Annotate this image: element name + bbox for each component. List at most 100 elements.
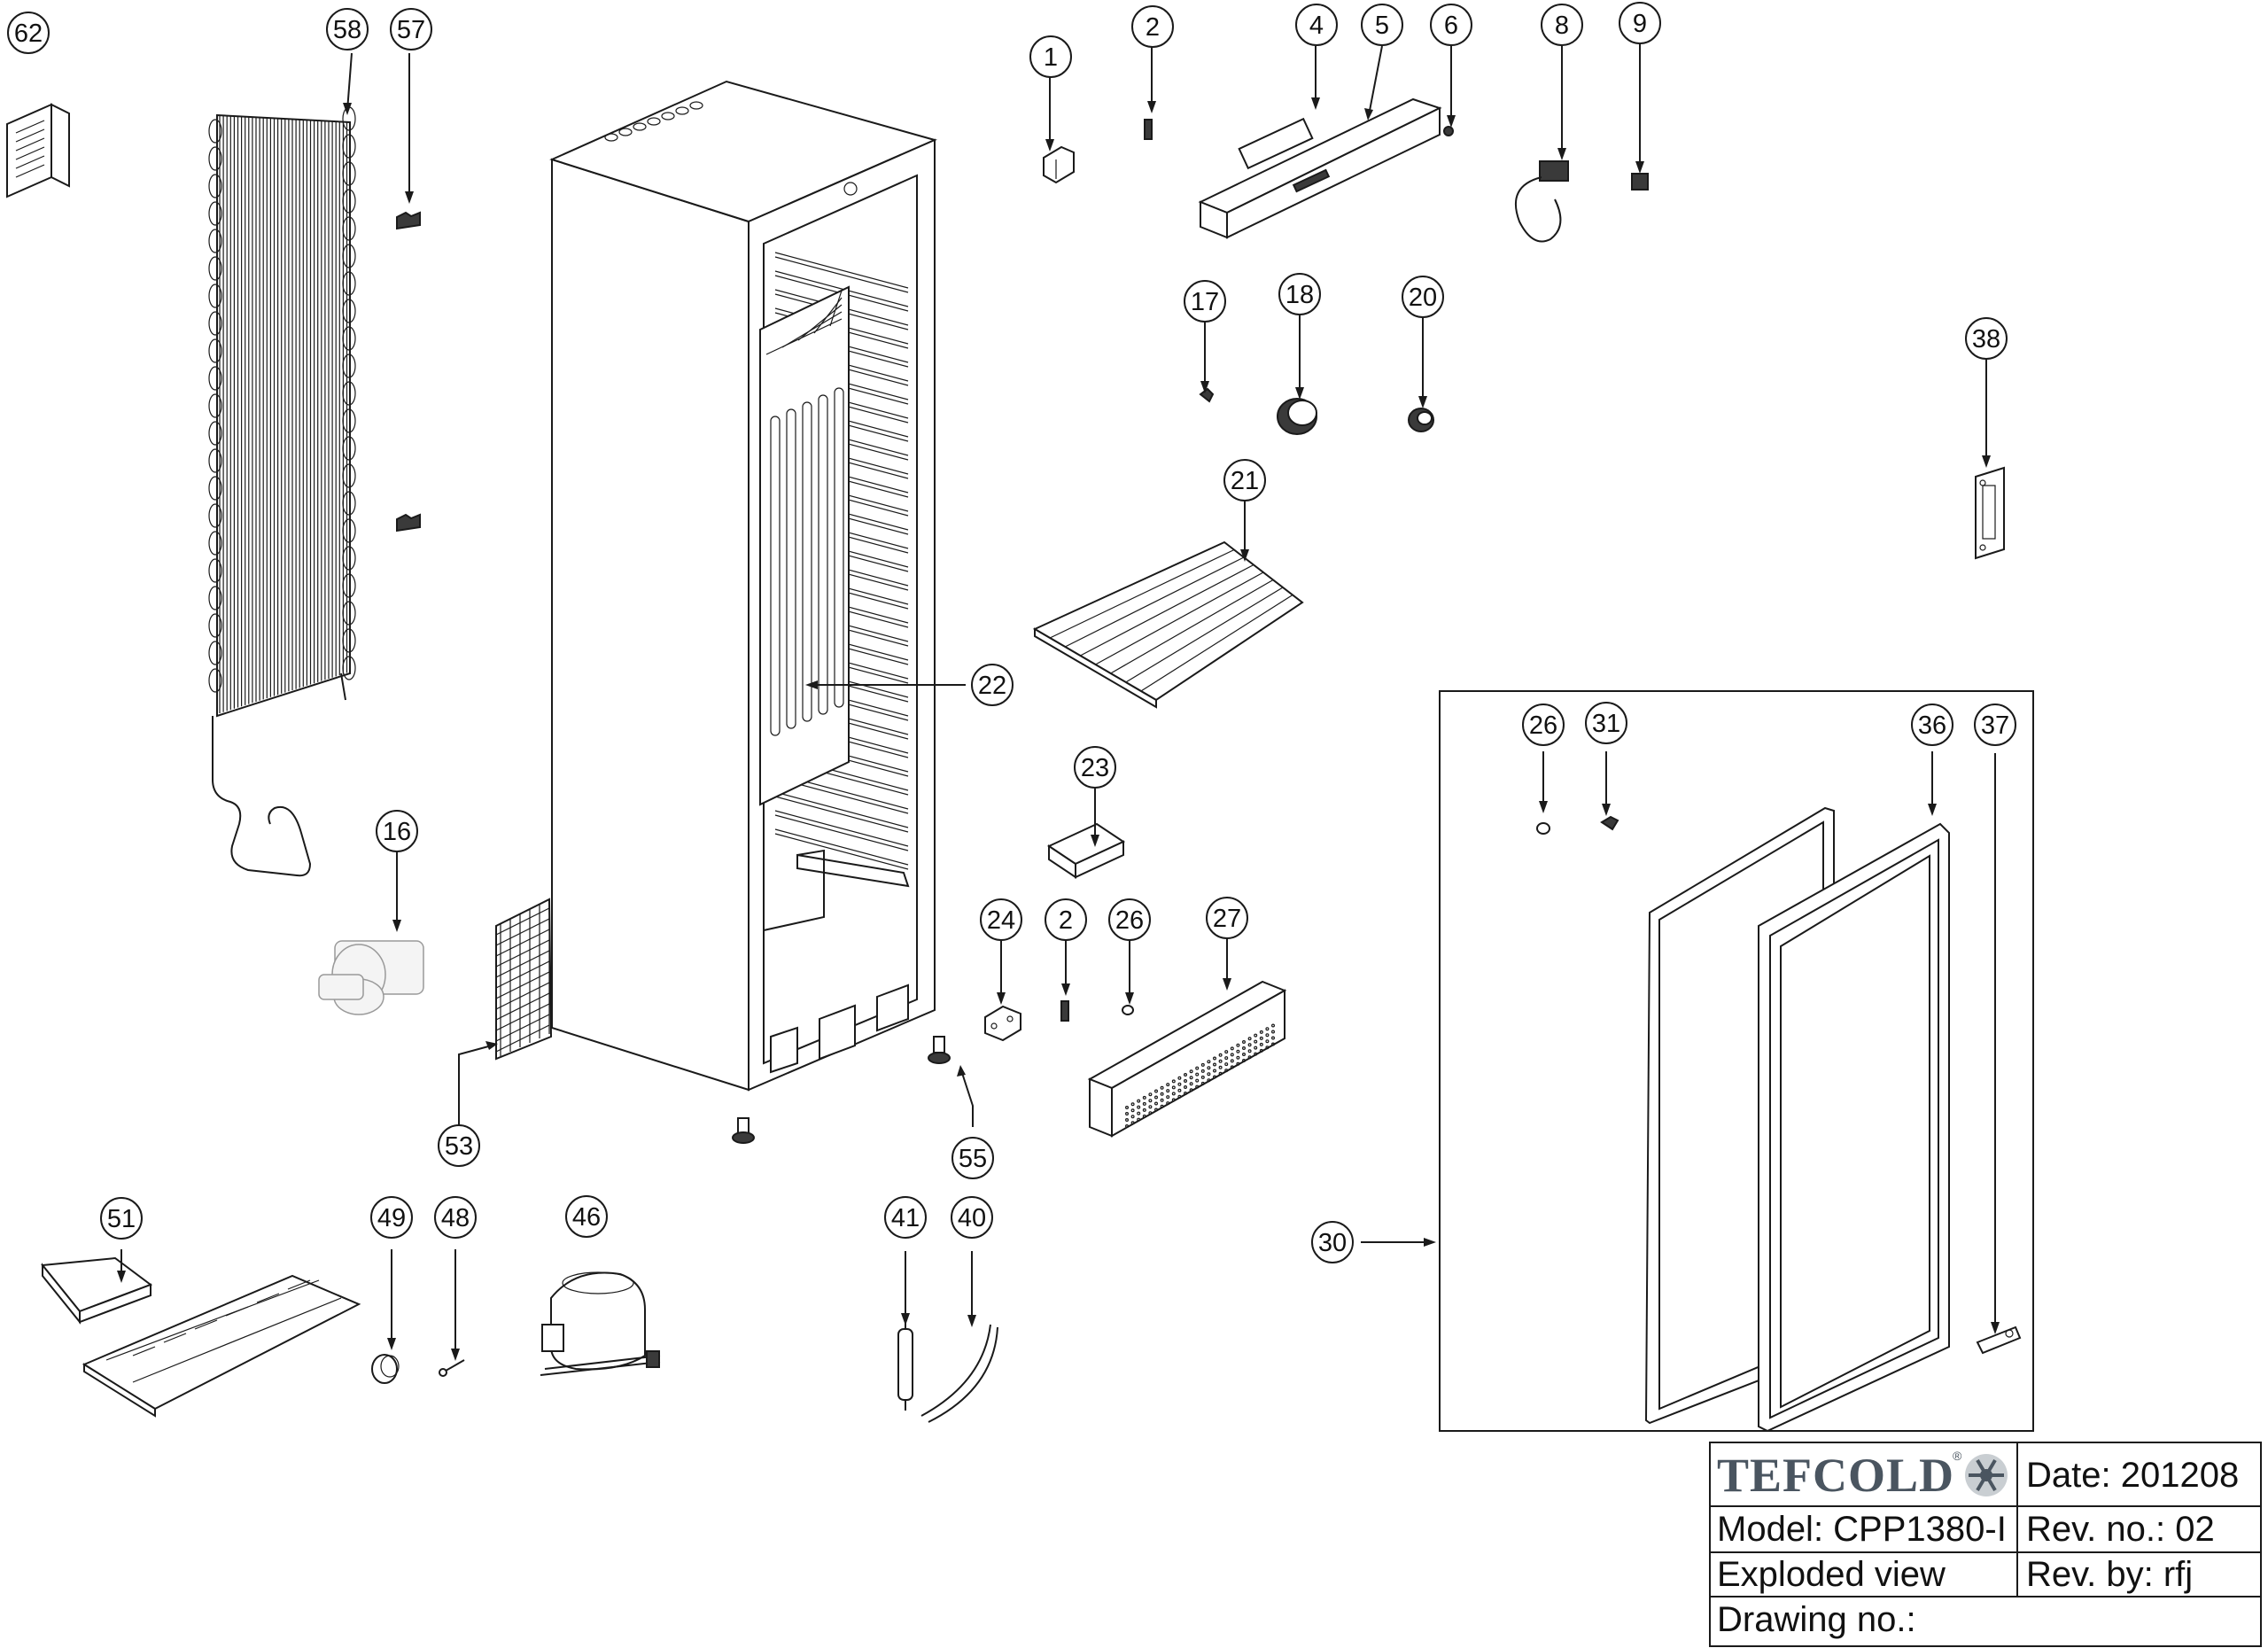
callout-circle [7,12,50,54]
part-16-fan-motor [318,940,424,1015]
model-field: Model: CPP1380-I [1717,1510,2007,1549]
part-5-control-panel [1198,97,1442,239]
callout-number: 23 [1081,754,1109,782]
callout-36: 36 [1911,704,1953,746]
callout-20: 20 [1402,276,1444,318]
callout-circle [565,1195,608,1238]
callout-55: 55 [951,1137,994,1179]
callout-number: 51 [107,1205,136,1233]
callout-circle [1430,4,1472,46]
callout-5: 5 [1361,4,1403,46]
part-26-plug [1122,1005,1134,1015]
callout-number: 31 [1592,710,1620,738]
callout-number: 4 [1309,12,1324,40]
callout-circle [1974,704,2016,746]
callout-circle [1223,459,1266,501]
part-21-shelf [1032,540,1304,709]
revised-by-field: Rev. by: rfj [2026,1555,2193,1594]
callout-circle [1184,280,1226,323]
callout-circle [1278,273,1321,315]
callout-2: 2 [1131,5,1174,48]
part-23-tray [1046,822,1126,879]
callout-circle [1402,276,1444,318]
callout-number: 5 [1375,12,1389,40]
callout-number: 37 [1981,711,2009,740]
callout-number: 17 [1191,288,1219,316]
callout-circle [1541,4,1583,46]
callout-30: 30 [1311,1221,1354,1263]
part-53-back-grille [495,898,553,1061]
part-18-knob [1277,398,1317,435]
callout-18: 18 [1278,273,1321,315]
callout-number: 27 [1213,905,1241,933]
callout-number: 20 [1409,284,1437,312]
callout-circle [100,1197,143,1240]
callout-2: 2 [1045,898,1087,941]
callout-number: 1 [1044,43,1058,72]
part-38-hinge-plate [1975,466,2005,560]
callout-circle [1131,5,1174,48]
callout-number: 9 [1633,10,1647,38]
part-17-clip [1199,387,1215,403]
callout-circle [1074,746,1116,789]
callout-circle [376,810,418,852]
callout-number: 57 [397,16,425,44]
brand-name: TEFCOLD [1717,1449,1954,1502]
callout-circle [1965,317,2008,360]
callout-number: 36 [1918,711,1946,740]
callout-26: 26 [1522,704,1565,746]
callout-number: 30 [1318,1229,1347,1257]
drawing-number-field: Drawing no.: [1717,1600,1916,1639]
callout-number: 24 [987,906,1015,935]
part-62-grille-box [6,103,70,198]
callout-circle [1522,704,1565,746]
callout-22: 22 [971,664,1014,706]
callout-number: 26 [1529,711,1557,740]
part-58-condenser [208,106,356,877]
part-49-grommet [371,1354,400,1384]
callout-38: 38 [1965,317,2008,360]
callout-37: 37 [1974,704,2016,746]
callout-circle [1619,2,1661,44]
callout-53: 53 [438,1124,480,1167]
callout-number: 46 [572,1203,601,1232]
callout-circle [390,8,432,51]
callout-6: 6 [1430,4,1472,46]
callout-circle [1108,898,1151,941]
part-30-door-assembly [1439,690,2034,1433]
date-field: Date: 201208 [2026,1456,2239,1495]
callout-23: 23 [1074,746,1116,789]
view-type-field: Exploded view [1717,1555,1946,1594]
callout-circle [438,1124,480,1167]
part-9-connector [1631,173,1649,190]
part-foot [732,1036,951,1144]
callout-number: 22 [978,672,1006,700]
callout-48: 48 [434,1196,477,1239]
callout-31: 31 [1585,702,1627,744]
snowflake-icon [1965,1454,2008,1496]
callout-circle [1295,4,1338,46]
callout-41: 41 [884,1196,927,1239]
callout-circle [1045,898,1087,941]
brand-logo: TEFCOLD ® [1717,1449,2008,1502]
callout-62: 62 [7,12,50,54]
callout-24: 24 [980,898,1022,941]
callout-27: 27 [1206,897,1248,939]
callout-circle [326,8,369,51]
cabinet-body [549,80,937,1092]
callout-circle [1911,704,1953,746]
leader-lines [117,43,2000,1361]
callout-number: 40 [958,1204,986,1232]
part-20-knob [1408,408,1434,432]
callout-circle [1029,35,1072,78]
part-8-thermostat [1515,160,1569,243]
callout-circle [951,1196,993,1239]
callout-4: 4 [1295,4,1338,46]
part-2-screw [1060,119,1153,1022]
callout-circle [951,1137,994,1179]
callout-circle [370,1196,413,1239]
part-6-nut [1443,126,1454,136]
callout-57: 57 [390,8,432,51]
callout-number: 41 [891,1204,920,1232]
